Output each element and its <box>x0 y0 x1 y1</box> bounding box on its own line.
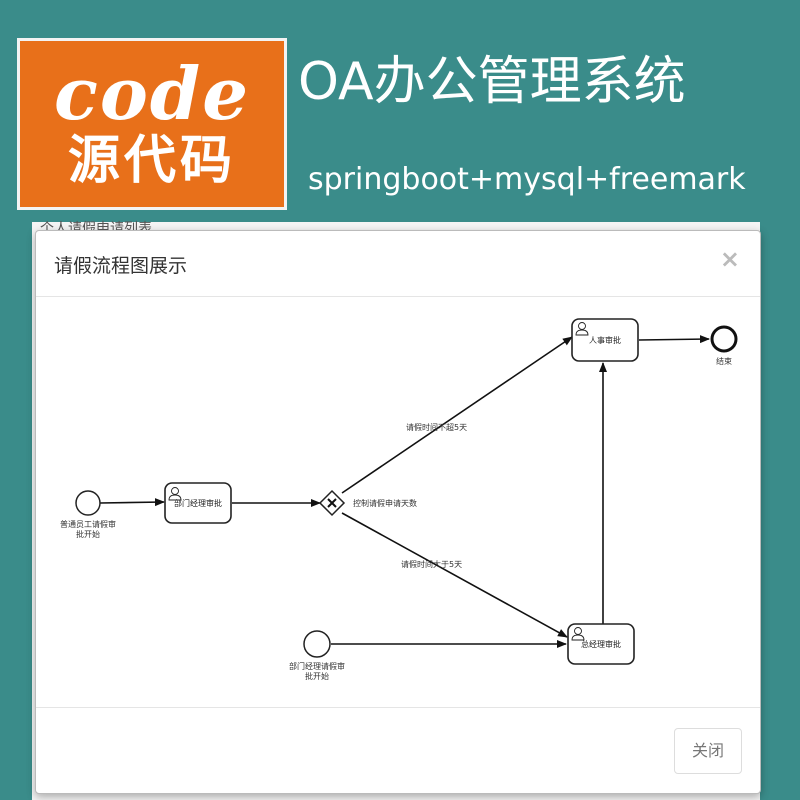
user-icon <box>571 627 585 641</box>
flow-label-lt5: 请假时间不超5天 <box>406 422 467 432</box>
process-diagram: 请假时间不超5天 请假时间大于5天 普通员工请假审 批开始 部门经理审批 控制请… <box>60 318 738 681</box>
user-icon <box>168 487 182 501</box>
task-dept-approval <box>164 482 232 524</box>
flowchart-modal: 请假流程图展示 × 请假时间不超5天 请假时间大于5天 普通员工请假审 批开始 <box>35 230 761 794</box>
task-hr-label: 人事审批 <box>589 335 621 345</box>
logo: code 源代码 <box>17 38 287 210</box>
task-hr-approval <box>571 318 639 362</box>
logo-cn-text: 源代码 <box>67 131 236 191</box>
start-employee-label-1: 普通员工请假审 <box>60 519 116 529</box>
task-gm-approval <box>567 623 635 665</box>
end-label: 结束 <box>716 356 732 366</box>
modal-body: 请假时间不超5天 请假时间大于5天 普通员工请假审 批开始 部门经理审批 控制请… <box>36 297 760 707</box>
gateway-label: 控制请假申请天数 <box>353 498 417 508</box>
modal-footer: 关闭 <box>36 707 760 794</box>
user-icon <box>575 322 589 336</box>
start-event-employee <box>75 490 101 516</box>
close-icon[interactable]: × <box>719 245 740 273</box>
flow-label-gt5: 请假时间大于5天 <box>401 559 462 569</box>
start-manager-label-1: 部门经理请假审 <box>289 661 345 671</box>
modal-title: 请假流程图展示 <box>54 255 188 277</box>
banner-title: OA办公管理系统 <box>298 52 686 112</box>
task-gm-label: 总经理审批 <box>581 639 621 649</box>
logo-code-text: code <box>53 51 250 136</box>
flow-gateway-to-gm <box>341 512 568 638</box>
flow-gateway-to-hr <box>341 336 573 494</box>
task-dept-label: 部门经理审批 <box>174 498 222 508</box>
banner-subtitle: springboot+mysql+freemark <box>308 162 746 197</box>
modal-header: 请假流程图展示 × <box>36 231 760 297</box>
close-button[interactable]: 关闭 <box>674 728 742 774</box>
start-event-manager <box>303 630 331 658</box>
flow-start-to-dept <box>99 498 165 507</box>
exclusive-gateway <box>318 489 346 517</box>
flow-hr-to-end <box>638 335 710 344</box>
start-employee-label-2: 批开始 <box>76 529 100 539</box>
end-event <box>710 325 738 353</box>
start-manager-label-2: 批开始 <box>305 671 329 681</box>
